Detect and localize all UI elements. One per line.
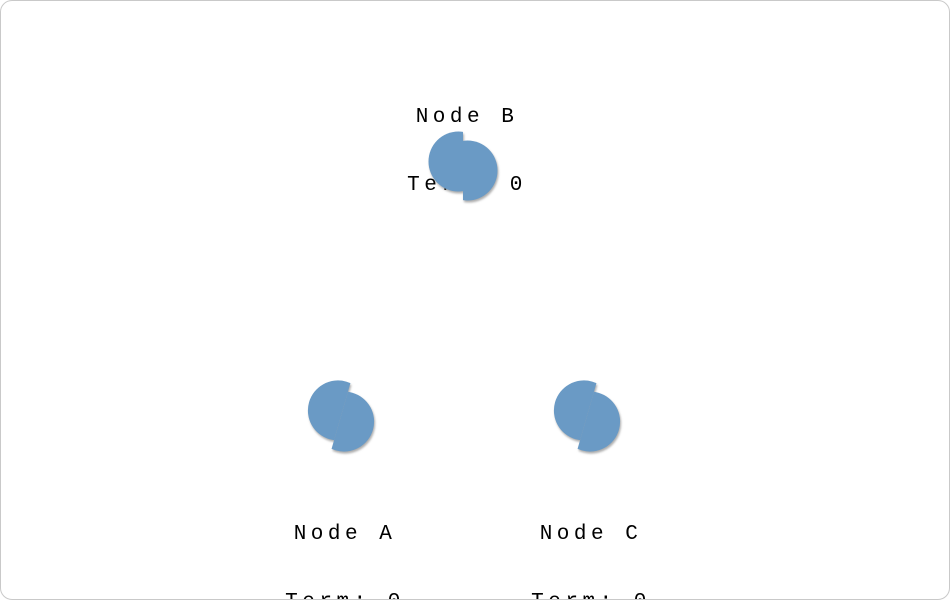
node-b-circle[interactable] [418,121,508,211]
node-name: Node B [415,106,519,129]
node-b-right-half [463,140,498,201]
node-a-circle[interactable] [296,371,386,461]
node-term: Term: 0 [285,591,405,599]
node-a-label: Node A Term: 0 [285,479,405,599]
node-b-left-half [428,131,463,192]
node-term: Term: 0 [531,591,651,599]
node-name: Node A [293,523,397,546]
node-c-label: Node C Term: 0 [531,479,651,599]
node-c-circle[interactable] [542,371,632,461]
node-name: Node C [539,523,643,546]
